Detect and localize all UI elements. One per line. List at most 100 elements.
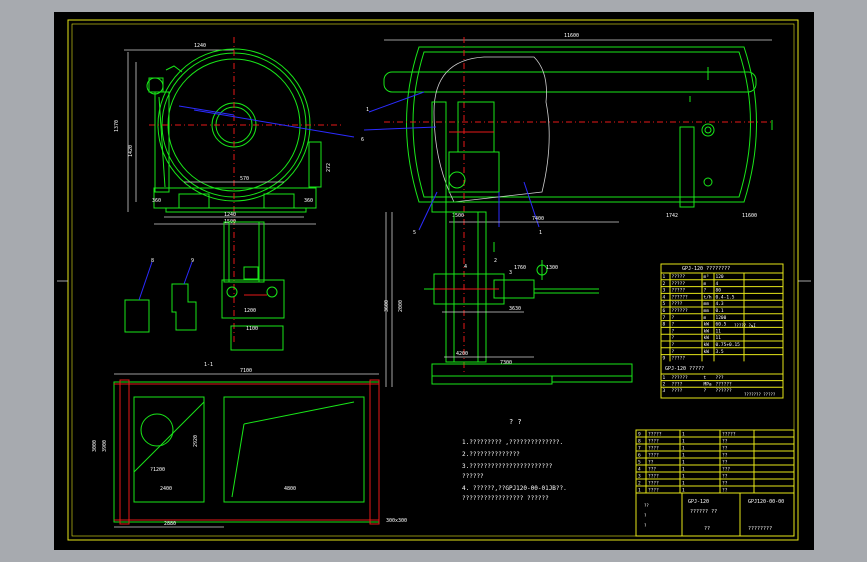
note-4b: ????????????????? ??????: [462, 495, 549, 502]
part-cell: 9: [638, 432, 641, 438]
part-cell: ??: [722, 453, 728, 459]
part-cell: ??: [722, 439, 728, 445]
dim-seg-a: 1742: [666, 213, 678, 219]
spec-cell: ?????: [672, 281, 686, 287]
spec-cell: ?: [672, 335, 675, 341]
spec-cell: m: [704, 316, 707, 321]
plan-view: 1-1 7100 ?1200 2400 4800 2880 3000 3900 …: [92, 362, 407, 528]
spec-extra: ????? ?≤I: [734, 323, 756, 328]
note-3b: ??????: [462, 473, 484, 480]
dim-plan-side: 300x300: [386, 518, 407, 524]
part-cell: 1: [682, 432, 685, 438]
cad-drawing: 1240 1370 1420 570 1240 1500 360 360 272: [57, 19, 811, 541]
spec-cell: ??????: [672, 308, 689, 314]
dim-plan-l: 2920: [193, 435, 199, 447]
balloon-3: 3: [509, 270, 512, 276]
spec-bottom-cell: MPa: [704, 382, 712, 388]
title-sub1: ??: [644, 503, 649, 508]
small-parts: 8 9: [124, 258, 197, 333]
part-cell: ???: [648, 467, 656, 473]
spec-bottom-cell: 2: [663, 382, 666, 388]
spec-bottom-cell: 3: [663, 388, 666, 394]
dim-seg-b: 11600: [742, 213, 757, 219]
spec-cell: 9: [663, 356, 666, 362]
part-cell: ????: [648, 439, 659, 445]
part-cell: 7: [638, 446, 641, 452]
side-view: 11600 1 6 1 5 7400 1742 11600 1500: [361, 33, 774, 372]
balloon-1: 1: [366, 107, 369, 113]
part-cell: ?????: [722, 432, 736, 438]
note-1: 1.????????? ,??????????????.: [462, 439, 563, 446]
spec-cell: m³: [704, 274, 710, 280]
spec-cell: 3.5: [716, 349, 724, 355]
title-scale-note: ?????? ??: [690, 509, 717, 515]
dim-vert-h2: 2000: [398, 300, 404, 312]
part-cell: ??: [648, 460, 654, 466]
part-cell: ??: [722, 481, 728, 487]
spec-cell: ?: [672, 349, 675, 355]
dim-plan-r: 4800: [284, 486, 296, 492]
spec-cell: ?????: [672, 274, 686, 280]
dim-plan-w: 7100: [240, 368, 252, 374]
spec-cell: ?????: [672, 288, 686, 294]
section-label: 1-1: [204, 362, 213, 368]
part-cell: 1: [638, 488, 641, 494]
spec-cell: kW: [704, 349, 710, 355]
note-4: 4. ??????,??GPJ120-00-01JB??.: [462, 485, 567, 492]
spec-bottom-cell: ?: [704, 388, 707, 394]
part-cell: 1: [682, 439, 685, 445]
spec-cell: kW: [704, 322, 710, 328]
balloon-9: 9: [191, 258, 194, 264]
spec-mid-header: GPJ-120 ?????: [665, 366, 704, 372]
spec-bottom-cell: ???: [716, 375, 724, 381]
part-cell: ??: [722, 474, 728, 480]
part-cell: 3: [638, 474, 641, 480]
spec-bottom-cell: ??????: [672, 375, 689, 381]
technical-notes: ? ? 1.????????? ,??????????????. 2.?????…: [462, 418, 567, 502]
spec-cell: 1: [663, 274, 666, 280]
dim-flange-w: 570: [240, 176, 249, 182]
dim-width-left: 1240: [194, 43, 206, 49]
part-cell: 1: [682, 488, 685, 494]
part-cell: ??: [722, 488, 728, 494]
spec-cell: mm: [704, 309, 710, 314]
dim-plan-b: 2880: [164, 521, 176, 527]
spec-cell: 60.5: [716, 322, 727, 328]
spec-bottom-cell: t: [704, 375, 707, 381]
spec-bottom-note: ??????? ?????: [744, 392, 776, 397]
spec-cell: kW: [704, 342, 710, 348]
part-cell: ????: [648, 481, 659, 487]
spec-cell: kW: [704, 328, 710, 334]
spec-cell: 11: [716, 335, 722, 341]
balloon-8: 8: [151, 258, 154, 264]
drawing-sheet: 1240 1370 1420 570 1240 1500 360 360 272: [54, 12, 814, 550]
spec-cell: ?: [672, 322, 675, 328]
dim-mid-w2: 7300: [500, 360, 512, 366]
part-cell: 4: [638, 467, 641, 473]
part-cell: 1: [682, 467, 685, 473]
dim-vert-h: 3600: [384, 300, 390, 312]
dim-plan-in: 2400: [160, 486, 172, 492]
dim-foot-h: 360: [304, 198, 313, 204]
dim-mid-w: 4200: [456, 351, 468, 357]
title-drawing-no: GPJ120-00-00: [748, 499, 784, 505]
balloon-2: 2: [494, 258, 497, 264]
spec-cell: 120: [716, 274, 724, 280]
title-code: ??: [704, 526, 710, 532]
spec-cell: 0.75+0.15: [716, 342, 741, 348]
spec-cell: 7: [663, 315, 666, 321]
spec-cell: ????: [672, 301, 683, 307]
title-sub2: ?: [644, 513, 647, 518]
spec-cell: mm: [704, 302, 710, 307]
outer-frame: [67, 19, 799, 541]
spec-cell: kW: [704, 335, 710, 341]
spec-cell: 4: [716, 281, 719, 287]
dim-right-h: 272: [326, 163, 332, 172]
spec-cell: 1200: [716, 315, 727, 321]
balloon-4: 4: [464, 264, 467, 270]
dim-plan-h: 3000: [92, 440, 98, 452]
part-cell: 1: [682, 453, 685, 459]
part-cell: 2: [638, 481, 641, 487]
dim-plan-dia: ?1200: [150, 467, 165, 473]
spec-cell: 11: [716, 328, 722, 334]
